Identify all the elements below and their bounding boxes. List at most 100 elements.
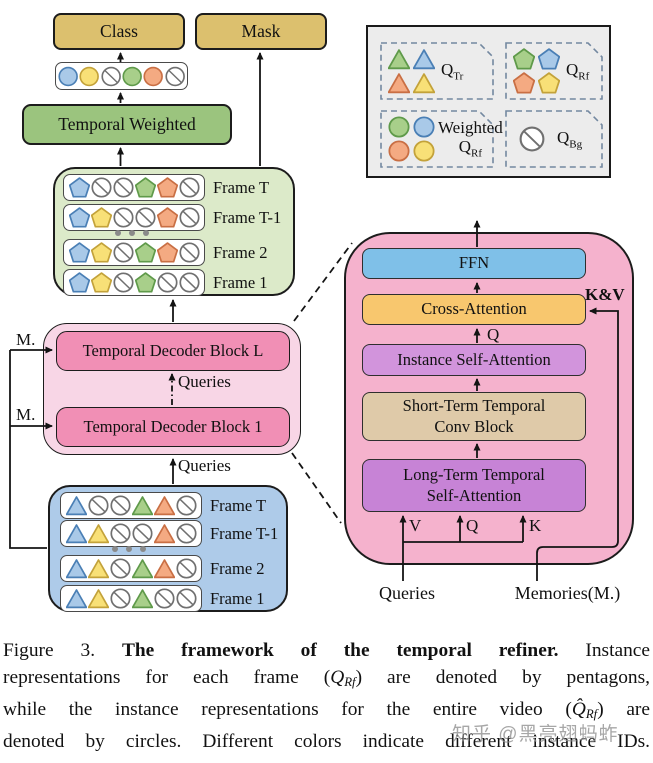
memories-input-label: Memories(M.) xyxy=(514,583,621,603)
triangle-orange-shape xyxy=(153,496,175,516)
q-label: Q xyxy=(487,325,500,344)
input-frames-panel: Frame T Frame T-1 Frame 2 Frame 1 xyxy=(48,485,288,612)
cross-attention-block: Cross-Attention xyxy=(362,294,586,325)
circle-slash-shape xyxy=(175,558,197,579)
circle-slash-shape xyxy=(109,523,131,544)
triangle-orange-shape xyxy=(153,524,175,544)
triangle-blue-shape xyxy=(65,589,87,609)
long-term-label-line2: Self-Attention xyxy=(426,485,522,505)
queries-mid-label: Queries xyxy=(178,372,231,391)
triangle-yellow-shape xyxy=(413,73,435,94)
legend-qbg-shape xyxy=(519,126,545,152)
legend-weighted-shapes xyxy=(388,116,435,162)
temporal-decoder-panel: Temporal Decoder Block L Temporal Decode… xyxy=(43,323,301,455)
frame-row: Frame 2 xyxy=(60,555,265,582)
frame-row: Frame T xyxy=(60,492,266,519)
queries-input-label: Queries xyxy=(379,583,435,603)
circle-slash-shape xyxy=(109,495,131,516)
dashed-outline xyxy=(380,110,494,168)
pentagon-green-shape xyxy=(134,177,156,198)
triangle-blue-shape xyxy=(413,49,435,70)
circle-slash-shape xyxy=(109,588,131,609)
frame-shapes xyxy=(63,239,205,266)
long-term-self-attention-block: Long-Term Temporal Self-Attention xyxy=(362,459,586,512)
legend-qbg-cell: QBg xyxy=(505,110,603,168)
triangle-yellow-shape xyxy=(87,589,109,609)
caption-line-4: denoted by circles. Different colors ind… xyxy=(3,730,650,752)
circle-slash-shape xyxy=(131,523,153,544)
legend-weighted-label: Weighted QRf xyxy=(438,117,503,159)
dashed-outline xyxy=(505,42,603,100)
decoder-block-1-label: Temporal Decoder Block 1 xyxy=(83,417,263,436)
frame-label: Frame T-1 xyxy=(213,207,282,227)
circle-slash-shape xyxy=(112,242,134,263)
circle-green-shape xyxy=(388,116,410,138)
triangle-yellow-shape xyxy=(87,559,109,579)
kv-label: K&V xyxy=(585,285,625,304)
circle-slash-shape xyxy=(165,66,185,86)
circle-yellow-shape xyxy=(413,140,435,162)
frame-shapes xyxy=(60,555,202,582)
circle-slash-shape xyxy=(178,177,200,198)
caption-line-3: while the instance representations for t… xyxy=(3,698,650,721)
legend-qtr-cell: QTr xyxy=(380,42,494,100)
circle-slash-shape xyxy=(153,588,175,609)
pentagon-orange-shape xyxy=(513,72,535,94)
triangle-green-shape xyxy=(131,589,153,609)
pentagon-yellow-shape xyxy=(538,72,560,94)
triangle-green-shape xyxy=(388,49,410,70)
frame-row: Frame T-1 xyxy=(60,520,278,547)
q-input-label: Q xyxy=(466,516,479,535)
mask-output-box: Mask xyxy=(195,13,327,50)
legend-qbg-label: QBg xyxy=(557,127,583,151)
class-output-box: Class xyxy=(53,13,185,50)
circle-yellow-shape xyxy=(79,66,100,86)
legend-box: QTr QRf Weighted QRf xyxy=(366,25,611,178)
circle-slash-shape xyxy=(175,495,197,516)
circle-blue-shape xyxy=(413,116,435,138)
k-input-label: K xyxy=(529,516,542,535)
frame-row: Frame T xyxy=(63,174,269,201)
figure-caption: Figure 3. The framework of the temporal … xyxy=(0,637,653,755)
frame-shapes xyxy=(63,174,205,201)
instance-self-attention-label: Instance Self-Attention xyxy=(397,349,551,369)
pentagon-green-shape xyxy=(134,242,156,263)
instance-self-attention-block: Instance Self-Attention xyxy=(362,344,586,376)
legend-qrf-label: QRf xyxy=(566,59,590,83)
short-term-conv-block: Short-Term Temporal Conv Block xyxy=(362,392,586,441)
ffn-block: FFN xyxy=(362,248,586,279)
caption-line-2: representations for each frame (QRf) are… xyxy=(3,667,650,689)
circle-slash-shape xyxy=(178,207,200,228)
dashed-outline xyxy=(505,110,603,168)
circle-slash-shape xyxy=(156,272,178,293)
circle-slash-shape xyxy=(178,242,200,263)
class-label: Class xyxy=(100,21,138,41)
ffn-label: FFN xyxy=(458,253,490,273)
pentagon-orange-shape xyxy=(156,242,178,263)
legend-qtr-shapes xyxy=(388,48,435,94)
mask-label: Mask xyxy=(241,21,281,41)
frame-row: Frame 1 xyxy=(63,269,268,296)
legend-qtr-label: QTr xyxy=(441,59,464,83)
triangle-blue-shape xyxy=(65,496,87,516)
frame-shapes xyxy=(63,269,205,296)
ellipsis-dots xyxy=(112,546,146,552)
memory-m-label-1: M. xyxy=(16,330,36,349)
circle-slash-shape xyxy=(112,177,134,198)
pentagon-yellow-shape xyxy=(90,207,112,228)
pentagon-orange-shape xyxy=(156,207,178,228)
circle-orange-shape xyxy=(143,66,164,86)
pentagon-green-shape xyxy=(513,48,535,70)
circle-orange-shape xyxy=(388,140,410,162)
short-term-label-line2: Conv Block xyxy=(434,416,514,436)
legend-weighted-cell: Weighted QRf xyxy=(380,110,503,168)
frame-shapes xyxy=(60,520,202,547)
frame-label: Frame 2 xyxy=(210,558,265,578)
long-term-label-line1: Long-Term Temporal xyxy=(403,464,545,484)
circle-slash-shape xyxy=(519,126,545,152)
frame-row: Frame 1 xyxy=(60,585,265,612)
circle-slash-shape xyxy=(175,588,197,609)
triangle-blue-shape xyxy=(65,524,87,544)
legend-qrf-shapes xyxy=(513,48,560,94)
triangle-blue-shape xyxy=(65,559,87,579)
